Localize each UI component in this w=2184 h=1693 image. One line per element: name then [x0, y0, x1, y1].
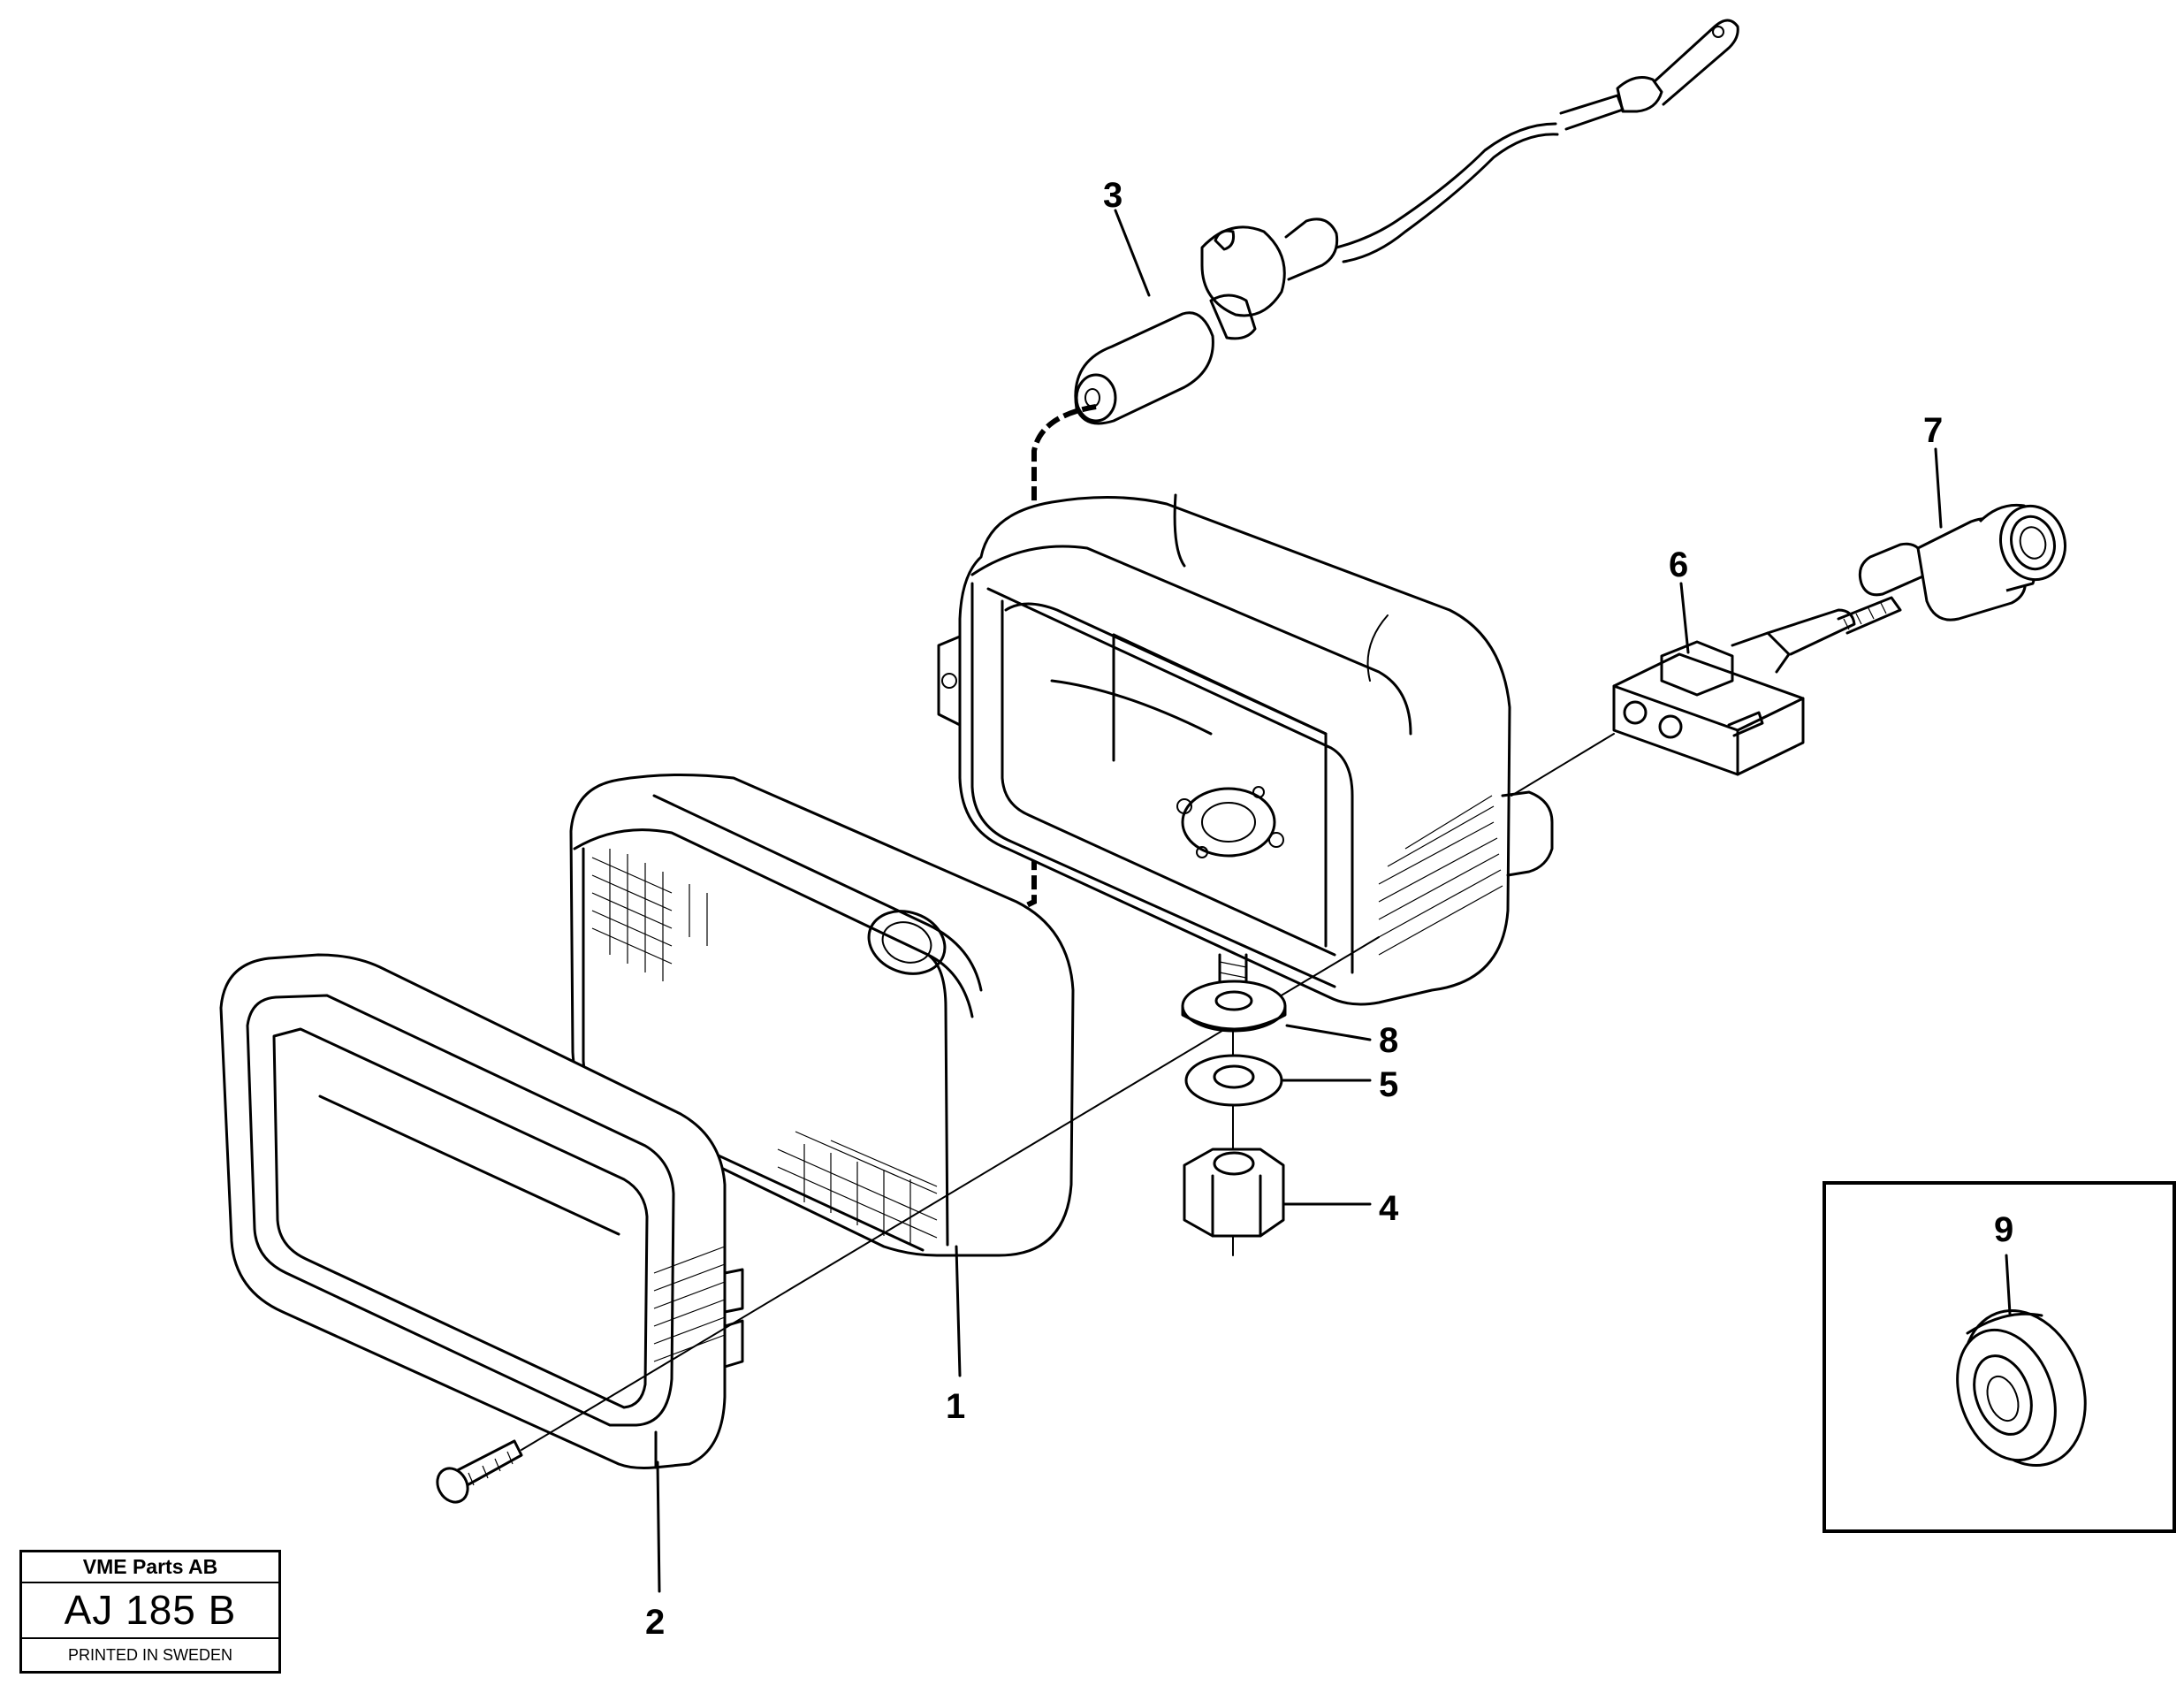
callout-2: 2: [645, 1603, 665, 1642]
connector-part-6: [1511, 596, 1902, 797]
washer-part-8: [1181, 980, 1287, 1033]
callout-3: 3: [1103, 176, 1122, 215]
inset-part-9: [1823, 1181, 2176, 1533]
elbow-part-7: [1858, 503, 2066, 622]
callout-7: 7: [1923, 411, 1943, 450]
title-block-company: VME Parts AB: [22, 1552, 278, 1583]
title-block: VME Parts AB AJ 185 B PRINTED IN SWEDEN: [19, 1550, 281, 1674]
washer-part-5: [1184, 1054, 1283, 1107]
callout-8: 8: [1379, 1021, 1398, 1060]
callouts: 3 7 6 8 5 4 1 2 9: [645, 176, 2013, 1642]
leader-lines: [656, 209, 2012, 1593]
callout-6: 6: [1669, 545, 1688, 584]
title-block-code: AJ 185 B: [22, 1582, 278, 1639]
nut-part-4: [1183, 1148, 1285, 1238]
callout-1: 1: [946, 1387, 965, 1426]
callout-4: 4: [1379, 1189, 1399, 1228]
bulb-holder-part-3: [962, 19, 1739, 938]
lamp-housing-part-1: [937, 493, 1554, 1006]
front-frame-part-2: [219, 953, 744, 1469]
callout-9: 9: [1994, 1210, 2013, 1249]
callout-5: 5: [1379, 1065, 1398, 1104]
title-block-printed: PRINTED IN SWEDEN: [67, 1646, 232, 1664]
